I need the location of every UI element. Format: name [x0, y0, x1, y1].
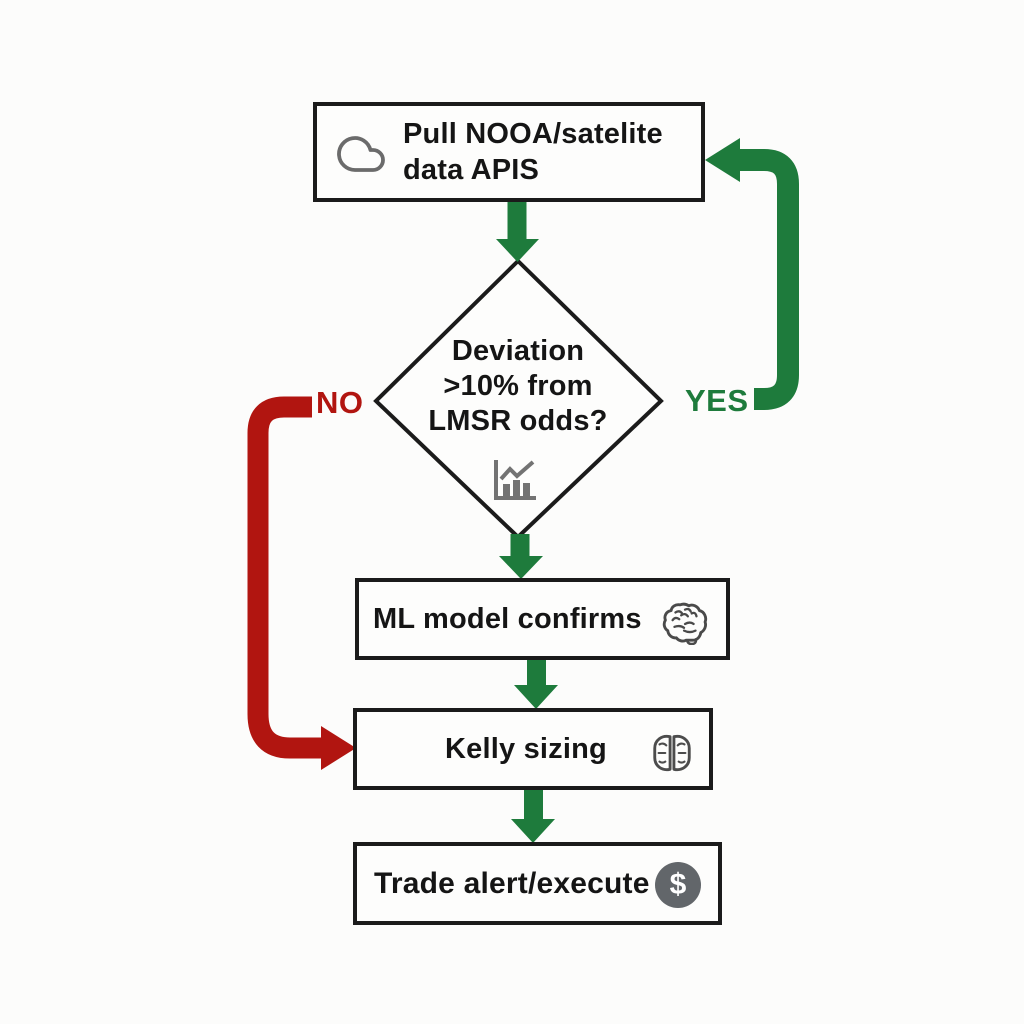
- node-decision-line2: >10% from: [443, 370, 593, 402]
- node-decision-label: Deviation >10% from LMSR odds?: [368, 334, 668, 439]
- arrow-pulldata-to-decision: [496, 201, 539, 262]
- node-pull-data-line1: Pull NOOA/satelite: [403, 118, 663, 150]
- node-pull-data: Pull NOOA/satelite data APIS: [313, 102, 705, 202]
- node-trade: Trade alert/execute $: [353, 842, 722, 925]
- node-trade-label: Trade alert/execute: [374, 866, 650, 900]
- no-edge-label: NO: [316, 385, 364, 420]
- no-branch-arrow: [247, 396, 356, 770]
- dollar-icon-glyph: $: [669, 868, 687, 901]
- node-ml-confirm-label: ML model confirms: [373, 603, 642, 635]
- node-pull-data-label: Pull NOOA/satelite data APIS: [403, 116, 663, 188]
- yes-edge-label: YES: [685, 383, 749, 418]
- brain-side-icon: [662, 602, 708, 645]
- arrow-decision-to-mlconfirm: [499, 534, 543, 579]
- arrow-mlconfirm-to-kelly: [514, 658, 558, 709]
- brain-top-icon: [653, 734, 691, 772]
- node-decision-line3: LMSR odds?: [428, 405, 608, 437]
- dollar-icon: $: [655, 862, 701, 908]
- cloud-icon: [337, 136, 385, 172]
- yes-loop-arrow: [705, 138, 799, 410]
- node-ml-confirm: ML model confirms: [355, 578, 730, 660]
- node-pull-data-line2: data APIS: [403, 154, 540, 186]
- node-decision-line1: Deviation: [451, 335, 585, 367]
- arrow-kelly-to-trade: [511, 788, 555, 843]
- chart-icon: [494, 460, 536, 500]
- node-kelly-sizing: Kelly sizing: [353, 708, 713, 790]
- node-kelly-sizing-label: Kelly sizing: [445, 733, 607, 765]
